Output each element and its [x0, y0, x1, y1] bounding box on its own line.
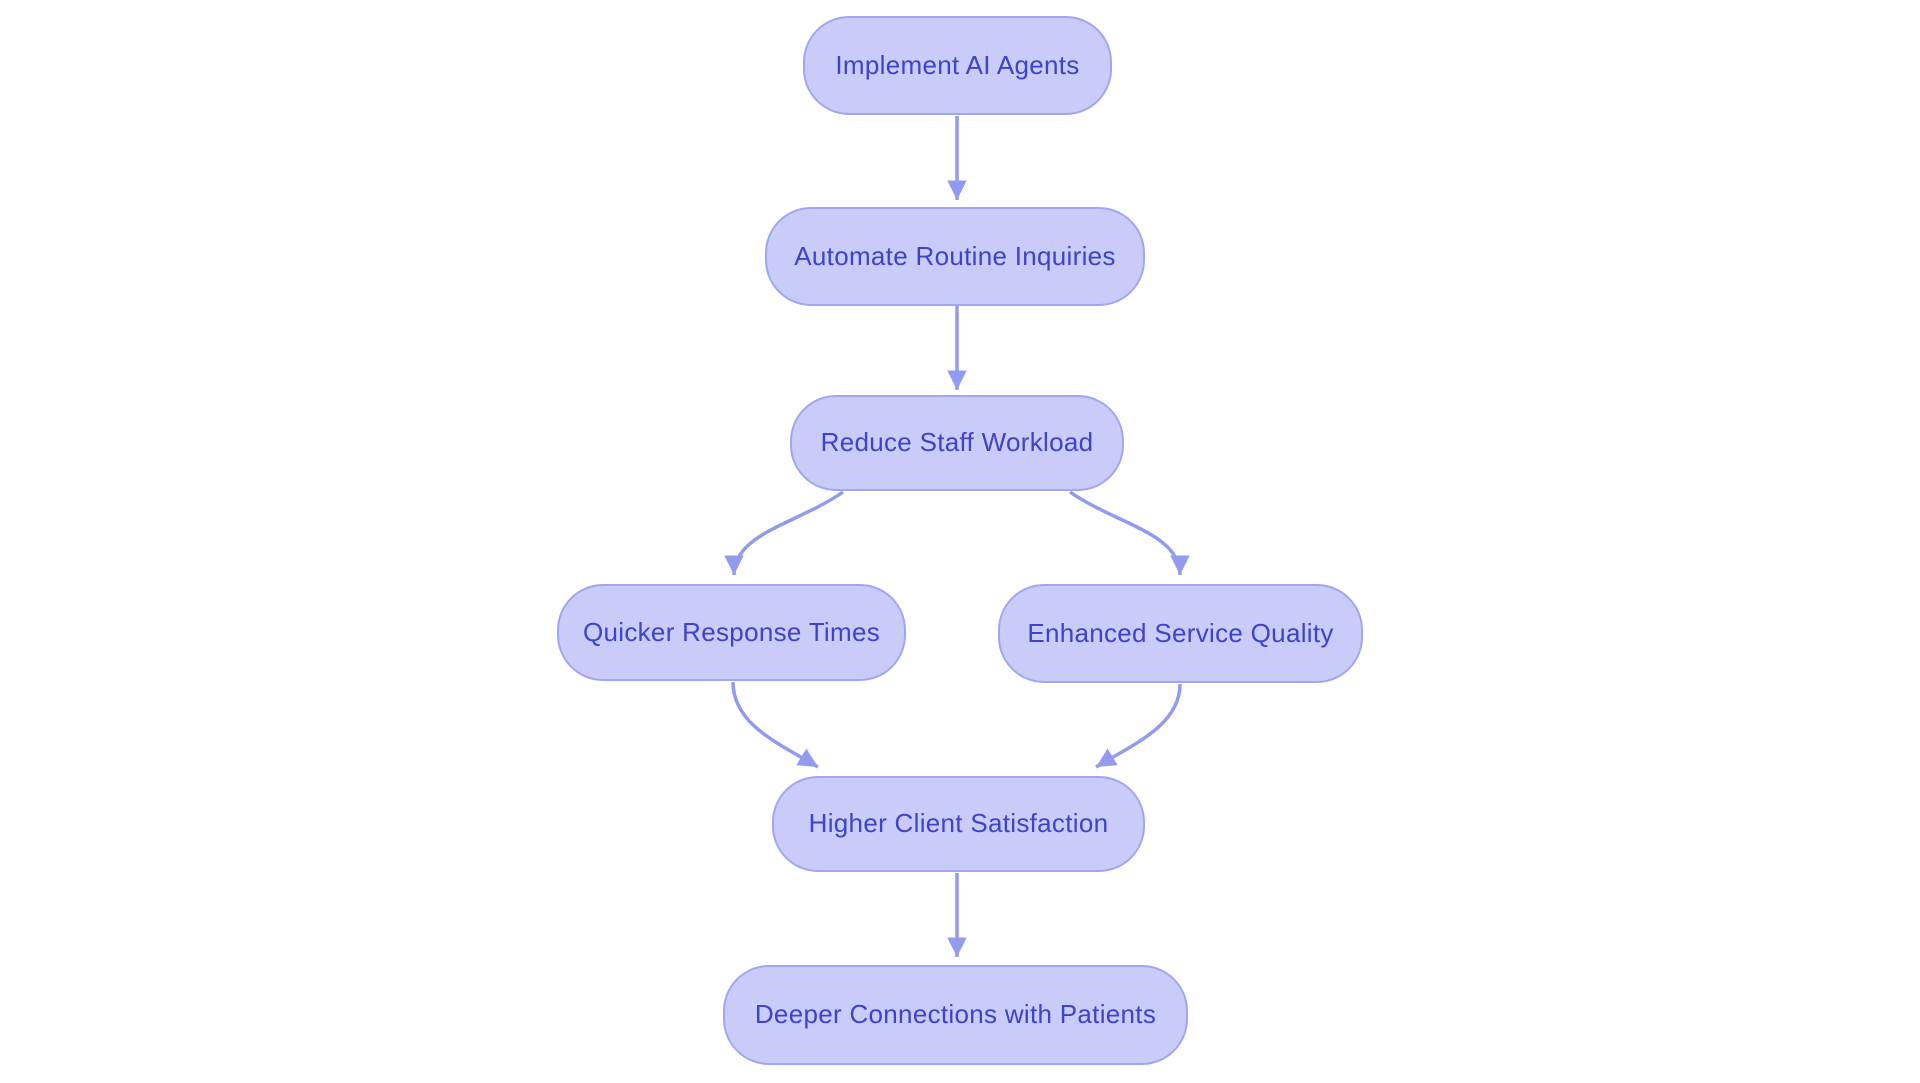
node-automate-routine-inquiries-label: Automate Routine Inquiries: [794, 240, 1116, 271]
node-implement-ai-agents-label: Implement AI Agents: [835, 49, 1080, 80]
node-deeper-connections-with-patients-label: Deeper Connections with Patients: [754, 999, 1157, 1030]
node-reduce-staff-workload: Reduce Staff Workload: [790, 395, 1124, 491]
edge-reduce-to-quicker: [724, 490, 844, 576]
node-enhanced-service-quality: Enhanced Service Quality: [998, 584, 1363, 683]
node-automate-routine-inquiries: Automate Routine Inquiries: [765, 207, 1145, 306]
edge-reduce-to-enhanced: [1069, 490, 1190, 576]
node-higher-client-satisfaction: Higher Client Satisfaction: [772, 776, 1145, 872]
node-quicker-response-times-label: Quicker Response Times: [582, 616, 881, 647]
edge-enhanced-to-higher: [1095, 683, 1182, 769]
node-higher-client-satisfaction-label: Higher Client Satisfaction: [808, 808, 1109, 839]
node-implement-ai-agents: Implement AI Agents: [803, 16, 1112, 115]
node-deeper-connections-with-patients: Deeper Connections with Patients: [723, 965, 1188, 1065]
node-quicker-response-times: Quicker Response Times: [557, 584, 906, 681]
node-reduce-staff-workload-label: Reduce Staff Workload: [820, 427, 1094, 458]
node-enhanced-service-quality-label: Enhanced Service Quality: [1027, 617, 1334, 648]
edge-quicker-to-higher: [731, 681, 819, 769]
